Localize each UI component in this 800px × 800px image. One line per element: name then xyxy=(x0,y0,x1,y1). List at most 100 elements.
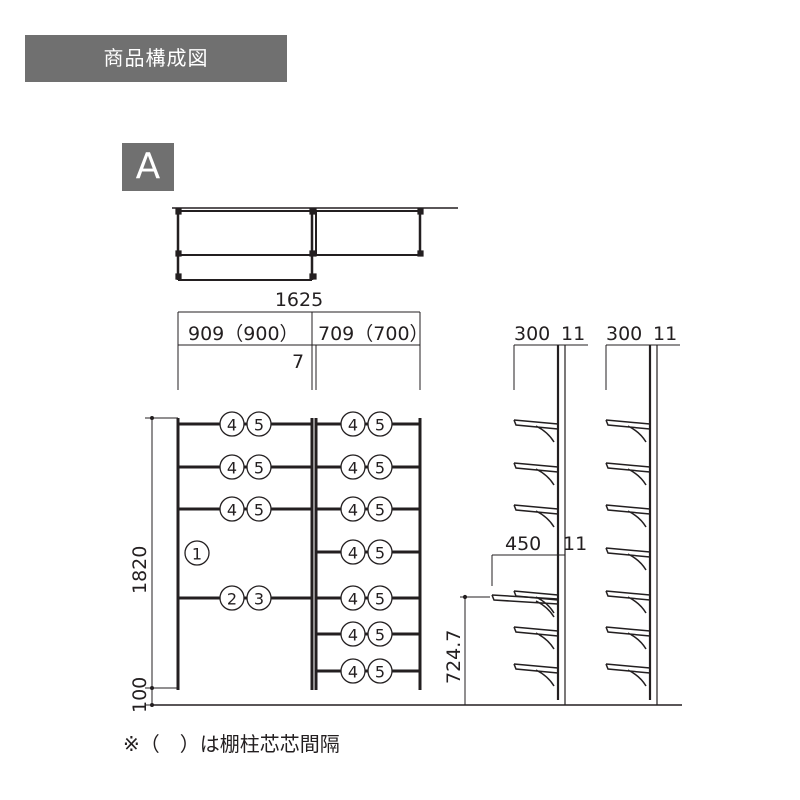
side-elevation-1 xyxy=(460,344,588,705)
variant-badge: A xyxy=(122,143,174,191)
callout-number: 4 xyxy=(348,501,358,520)
shelf-bracket xyxy=(513,626,559,650)
left-bay-label: 909（900） xyxy=(188,323,299,345)
shelf-bracket xyxy=(605,504,651,528)
shelf-bracket xyxy=(605,462,651,486)
callout-number: 5 xyxy=(375,416,385,435)
callout-circle xyxy=(219,411,245,437)
callout-number: 5 xyxy=(375,501,385,520)
callout-number: 5 xyxy=(254,459,264,478)
total-width-label: 1625 xyxy=(275,289,323,311)
side-1-brackets xyxy=(491,419,559,687)
callout-number: 3 xyxy=(254,590,264,609)
callout-circle xyxy=(219,496,245,522)
callout-number: 4 xyxy=(227,416,237,435)
section-header: 商品構成図 xyxy=(25,35,287,82)
side2-depth-label: 300 xyxy=(606,323,642,345)
callout-number: 5 xyxy=(375,544,385,563)
shelf-bracket xyxy=(605,663,651,687)
large-shelf-post-label: 11 xyxy=(563,533,587,555)
callout-circle xyxy=(340,496,366,522)
section-title: 商品構成図 xyxy=(103,46,209,70)
callout-circle xyxy=(367,411,393,437)
callout-number: 4 xyxy=(348,626,358,645)
callout-number: 5 xyxy=(375,459,385,478)
callout-c4: 4 xyxy=(340,496,366,522)
callout-c4: 4 xyxy=(219,496,245,522)
callout-circle xyxy=(246,496,272,522)
callout-circle xyxy=(184,540,210,566)
callout-number: 1 xyxy=(192,545,202,564)
callout-circle xyxy=(340,411,366,437)
callout-number: 4 xyxy=(348,459,358,478)
shelf-bracket xyxy=(513,504,559,528)
callout-c5: 5 xyxy=(367,621,393,647)
side-2-brackets xyxy=(605,419,651,687)
callout-circle xyxy=(246,411,272,437)
large-shelf-depth-label: 450 xyxy=(505,533,541,555)
callout-c4: 4 xyxy=(340,621,366,647)
right-bay-label: 709（700） xyxy=(318,323,429,345)
callout-circle xyxy=(340,621,366,647)
side1-post-label: 11 xyxy=(561,323,585,345)
shelf-bracket xyxy=(605,626,651,650)
callout-c4: 4 xyxy=(340,539,366,565)
callout-circle xyxy=(246,585,272,611)
callout-circle xyxy=(367,496,393,522)
callout-circle xyxy=(367,658,393,684)
callout-c5: 5 xyxy=(246,496,272,522)
shelf-bracket xyxy=(605,590,651,614)
callout-number: 2 xyxy=(227,590,237,609)
callout-c5: 5 xyxy=(367,496,393,522)
callout-circle xyxy=(367,454,393,480)
callout-c5: 5 xyxy=(367,454,393,480)
callout-c3: 3 xyxy=(246,585,272,611)
shelf-bracket xyxy=(491,594,559,618)
callout-c1: 1 xyxy=(184,540,210,566)
large-shelf-height-label: 724.7 xyxy=(443,630,465,684)
callout-c5: 5 xyxy=(367,658,393,684)
callout-number: 4 xyxy=(227,459,237,478)
callout-number: 4 xyxy=(348,663,358,682)
callout-circle xyxy=(246,454,272,480)
callout-c5: 5 xyxy=(246,411,272,437)
shelf-bracket xyxy=(605,547,651,571)
callout-c5: 5 xyxy=(246,454,272,480)
callout-circle xyxy=(340,658,366,684)
callout-c4: 4 xyxy=(219,454,245,480)
callout-circle xyxy=(219,454,245,480)
callout-number: 4 xyxy=(348,590,358,609)
callout-circle xyxy=(340,585,366,611)
base-label: 100 xyxy=(129,677,151,713)
callout-c4: 4 xyxy=(340,411,366,437)
callout-circle xyxy=(340,539,366,565)
callout-number: 5 xyxy=(254,416,264,435)
callout-c5: 5 xyxy=(367,539,393,565)
callout-number: 5 xyxy=(375,590,385,609)
callout-number: 4 xyxy=(227,501,237,520)
callout-c4: 4 xyxy=(219,411,245,437)
plan-view xyxy=(172,207,458,281)
width-dimensions xyxy=(177,311,421,390)
post-gap-label: 7 xyxy=(292,351,304,373)
callout-c4: 4 xyxy=(340,585,366,611)
callout-number: 5 xyxy=(375,663,385,682)
callout-c2: 2 xyxy=(219,585,245,611)
shelf-bracket xyxy=(513,663,559,687)
callout-c4: 4 xyxy=(340,658,366,684)
shelf-bracket xyxy=(513,419,559,443)
callout-c5: 5 xyxy=(367,585,393,611)
callout-number: 5 xyxy=(254,501,264,520)
callout-c4: 4 xyxy=(340,454,366,480)
callout-circle xyxy=(340,454,366,480)
callout-number: 5 xyxy=(375,626,385,645)
side1-depth-label: 300 xyxy=(514,323,550,345)
callout-number: 4 xyxy=(348,544,358,563)
shelf-bracket xyxy=(605,419,651,443)
height-label: 1820 xyxy=(129,546,151,594)
shelf-bracket xyxy=(513,462,559,486)
callout-number: 4 xyxy=(348,416,358,435)
variant-label: A xyxy=(135,146,161,187)
footnote: ※（ ）は棚柱芯芯間隔 xyxy=(123,732,340,756)
